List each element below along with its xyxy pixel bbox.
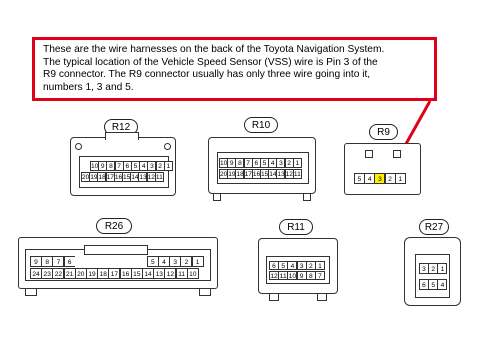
pin-r27-4: 4	[437, 279, 448, 290]
pin-r10-1: 1	[292, 158, 302, 168]
connector-r11-label: R11	[279, 219, 313, 235]
connector-r10-foot	[303, 193, 311, 201]
pin-r26-11: 11	[175, 268, 188, 279]
pin-r26-17: 17	[108, 268, 121, 279]
pin-r26-12: 12	[164, 268, 177, 279]
connector-r26-foot	[199, 288, 211, 296]
connector-r9-key	[365, 150, 373, 158]
connector-r9-label: R9	[369, 124, 398, 140]
pin-r11-7: 7	[315, 271, 326, 280]
pin-r26-5: 5	[146, 256, 159, 267]
pin-r26-7: 7	[52, 256, 65, 267]
pin-r10-11: 11	[292, 169, 302, 179]
pin-r26-1: 1	[191, 256, 204, 267]
pin-r26-6: 6	[63, 256, 76, 267]
connector-r12-hole	[75, 143, 82, 150]
connector-r9-key	[393, 150, 401, 158]
callout-note: These are the wire harnesses on the back…	[32, 37, 437, 101]
pin-r26-18: 18	[97, 268, 110, 279]
pin-r26-blank	[74, 256, 87, 267]
pin-r12-1: 1	[163, 161, 173, 171]
pin-r26-blank	[86, 256, 99, 267]
pin-r26-21: 21	[63, 268, 76, 279]
note-line-1: These are the wire harnesses on the back…	[43, 44, 385, 55]
pin-r26-24: 24	[30, 268, 42, 279]
pin-r12-blank	[81, 161, 90, 171]
pin-r26-9: 9	[30, 256, 42, 267]
pin-r26-15: 15	[130, 268, 143, 279]
pin-r26-16: 16	[119, 268, 132, 279]
pin-r26-14: 14	[142, 268, 155, 279]
pin-r26-4: 4	[158, 256, 171, 267]
pin-r26-8: 8	[41, 256, 54, 267]
pin-r26-19: 19	[86, 268, 99, 279]
note-line-4: numbers 1, 3 and 5.	[43, 81, 134, 93]
pin-r26-23: 23	[41, 268, 54, 279]
pin-r26-3: 3	[169, 256, 182, 267]
pin-r26-20: 20	[74, 268, 87, 279]
pin-r27-1: 1	[437, 263, 448, 274]
pin-r26-13: 13	[153, 268, 166, 279]
pin-r11-1: 1	[315, 261, 326, 270]
connector-r26-label: R26	[96, 218, 132, 234]
note-line-2: The typical location of the Vehicle Spee…	[43, 56, 378, 68]
connector-r11-foot	[317, 293, 327, 301]
pin-r26-2: 2	[180, 256, 193, 267]
pin-r26-blank	[110, 256, 123, 267]
pin-r26-22: 22	[52, 268, 65, 279]
pin-r9-1: 1	[394, 173, 406, 184]
pin-r26-blank	[98, 256, 111, 267]
connector-r10-label: R10	[244, 117, 278, 133]
note-line-3: R9 connector. The R9 connector usually h…	[43, 69, 371, 80]
connector-r26-foot	[25, 288, 37, 296]
connector-r27-label: R27	[419, 219, 449, 235]
connector-r11-foot	[269, 293, 279, 301]
connector-r12-latch	[105, 132, 139, 140]
pin-r26-10: 10	[186, 268, 199, 279]
connector-r10-foot	[213, 193, 221, 201]
connector-r26-latch	[84, 245, 148, 255]
pin-r12-11: 11	[154, 172, 164, 182]
connector-r12-hole	[164, 143, 171, 150]
pin-r26-blank	[134, 256, 147, 267]
pin-r26-blank	[122, 256, 135, 267]
